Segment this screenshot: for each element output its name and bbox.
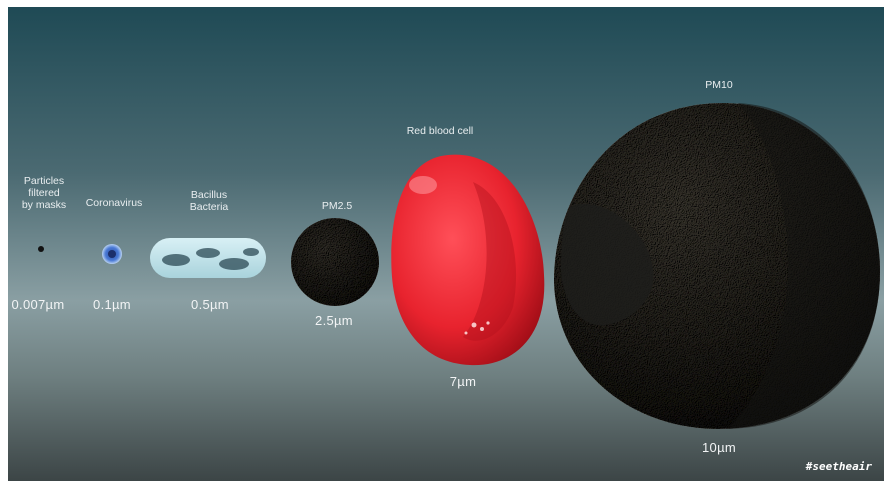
pm25-particle — [291, 218, 379, 306]
mask-particles-size: 0.007µm — [12, 297, 65, 312]
mask-particle-dot — [38, 246, 44, 252]
seetheair-watermark: #seetheair — [806, 460, 872, 473]
pm10-size: 10µm — [702, 440, 736, 455]
infographic-panel: Particles filtered by masks Coronavirus … — [8, 7, 884, 481]
coronavirus-size: 0.1µm — [93, 297, 131, 312]
particle-illustrations — [8, 7, 884, 481]
red-blood-cell-size: 7µm — [450, 374, 476, 389]
pm25-size: 2.5µm — [315, 313, 353, 328]
pm25-label: PM2.5 — [322, 200, 352, 212]
coronavirus-label: Coronavirus — [86, 197, 143, 209]
bacillus-bacteria-size: 0.5µm — [191, 297, 229, 312]
bacillus-bacteria-label: Bacillus Bacteria — [190, 189, 229, 213]
red-blood-cell-label: Red blood cell — [407, 125, 474, 137]
pm10-label: PM10 — [705, 79, 732, 91]
mask-particles-label: Particles filtered by masks — [22, 175, 66, 211]
